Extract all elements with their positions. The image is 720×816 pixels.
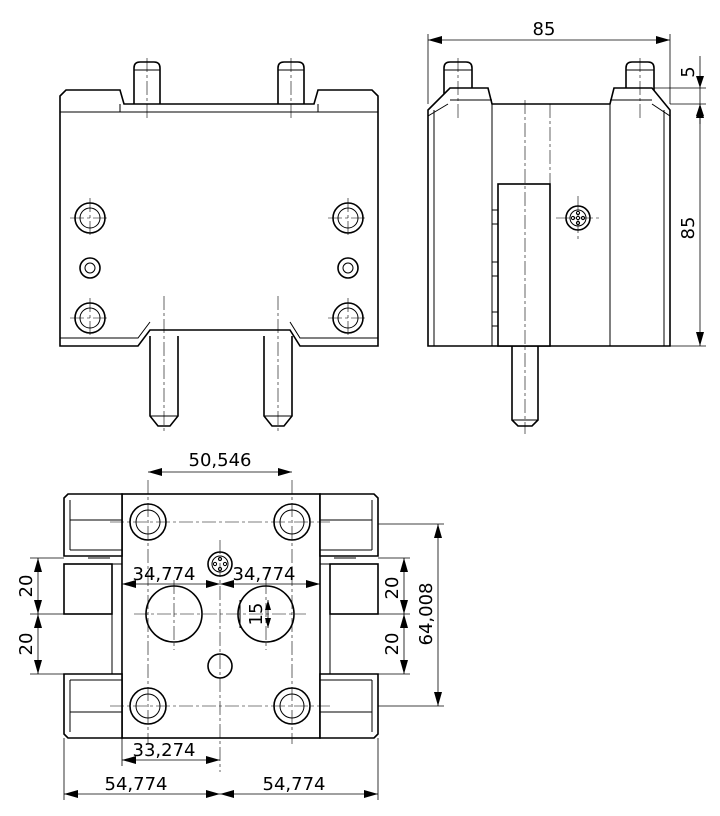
top-view: 50,546 34,774 34,774 20 20 xyxy=(16,450,444,800)
dim-left-offset: 34,774 xyxy=(122,564,220,588)
dim-side-top-offset-label: 5 xyxy=(678,66,699,77)
front-body-outline xyxy=(59,89,379,347)
dim-right-20: 20 20 xyxy=(378,557,410,675)
dim-side-height: 85 xyxy=(670,104,706,347)
front-hole-right-bottom xyxy=(328,298,368,338)
dim-side-height-label: 85 xyxy=(678,217,699,240)
dim-slot-label: 15 xyxy=(246,603,267,626)
dim-bottom-54: 54,774 54,774 xyxy=(63,738,379,800)
front-hole-left-middle xyxy=(79,257,101,279)
dim-height-64-label: 64,008 xyxy=(416,583,437,646)
dim-right-upper-20-label: 20 xyxy=(382,577,403,600)
dim-side-width: 85 xyxy=(427,19,671,104)
dim-right-lower-20-label: 20 xyxy=(382,633,403,656)
front-hole-left-bottom xyxy=(70,298,110,338)
front-hole-right-middle xyxy=(337,257,359,279)
dim-hole-spacing-label: 50,546 xyxy=(189,450,252,471)
front-bottom-pin-left xyxy=(149,336,179,427)
dim-side-width-label: 85 xyxy=(533,19,556,40)
top-body-outline xyxy=(121,493,321,739)
dim-right-offset: 34,774 xyxy=(220,564,320,588)
dim-left-20: 20 20 xyxy=(16,557,64,675)
side-view: 85 5 85 xyxy=(427,19,706,434)
dim-bottom-33: 33,274 xyxy=(121,738,220,766)
front-hole-left-top xyxy=(70,198,110,238)
top-right-block xyxy=(329,563,379,615)
dim-left-upper-20-label: 20 xyxy=(16,575,37,598)
dim-left-lower-20-label: 20 xyxy=(16,633,37,656)
dim-hole-spacing: 50,546 xyxy=(148,450,292,476)
dim-right-offset-label: 34,774 xyxy=(233,564,296,585)
dim-left-offset-label: 34,774 xyxy=(133,564,196,585)
front-bottom-pin-right xyxy=(263,336,293,427)
side-slide-block xyxy=(497,183,551,347)
front-hole-right-top xyxy=(328,198,368,238)
dim-bottom-left-54-label: 54,774 xyxy=(105,774,168,795)
dim-slot: 15 xyxy=(246,600,271,628)
dim-height-64: 64,008 xyxy=(378,523,444,707)
dim-bottom-right-54-label: 54,774 xyxy=(263,774,326,795)
top-left-block xyxy=(63,563,113,615)
dim-bottom-33-label: 33,274 xyxy=(133,740,196,761)
front-view xyxy=(59,58,379,432)
